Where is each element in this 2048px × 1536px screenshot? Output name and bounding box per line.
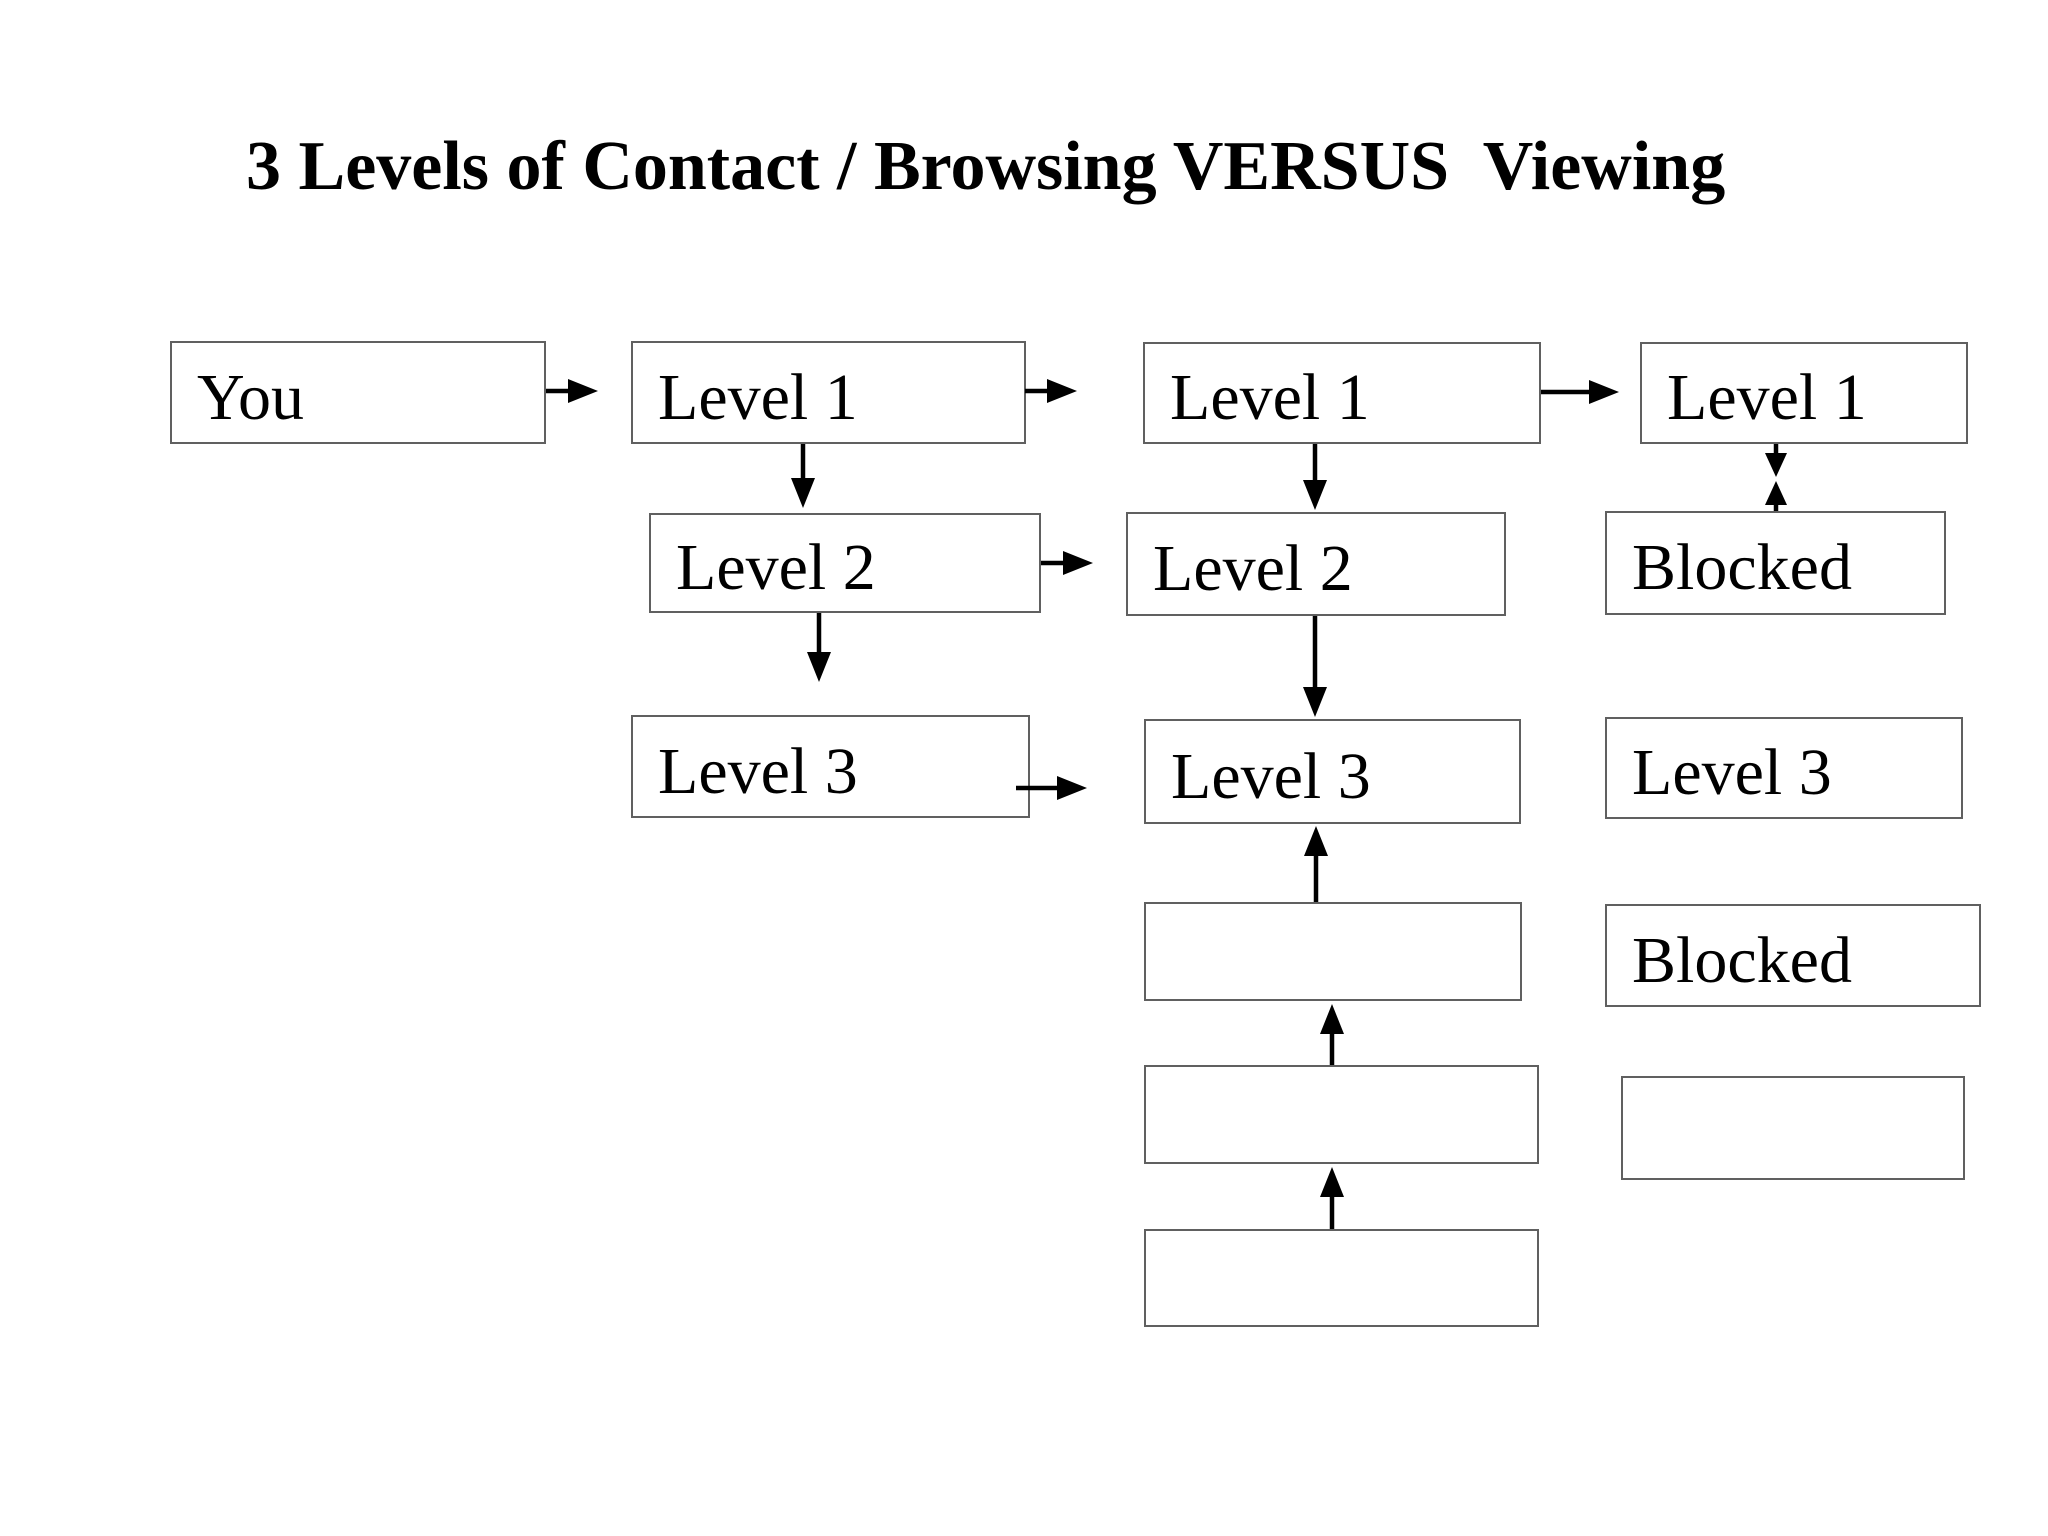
box-level3-col2-label: Level 3 <box>658 734 858 808</box>
arrow-up-stub-blocked-col4 <box>1765 481 1787 511</box>
box-blocked-lower-label: Blocked <box>1632 923 1852 997</box>
box-level1-col3: Level 1 <box>1143 342 1541 444</box>
box-empty-col3-b <box>1144 1065 1539 1164</box>
box-empty-col3-a-label <box>1146 947 1171 957</box>
box-level2-col2-label: Level 2 <box>676 531 876 604</box>
box-you: You <box>170 341 546 444</box>
box-level1-col2-label: Level 1 <box>658 360 858 434</box>
arrow-level1-col2-to-col3 <box>1025 379 1077 403</box>
arrow-you-to-level1 <box>546 379 598 403</box>
slide-title: 3 Levels of Contact / Browsing VERSUS Vi… <box>246 128 1726 205</box>
box-level3-col4: Level 3 <box>1605 717 1963 819</box>
box-level2-col3-label: Level 2 <box>1153 532 1353 605</box>
box-level1-col3-label: Level 1 <box>1170 361 1370 434</box>
box-level1-col4-label: Level 1 <box>1667 361 1867 434</box>
box-empty-col4-label <box>1623 1123 1648 1133</box>
box-empty-col3-b-label <box>1146 1110 1171 1120</box>
box-you-label: You <box>197 360 305 434</box>
box-level1-col2: Level 1 <box>631 341 1026 444</box>
box-empty-col3-c-label <box>1146 1273 1171 1283</box>
arrow-level1-to-level2-col3 <box>1303 444 1327 510</box>
arrow-up-col3-middle <box>1320 1004 1344 1065</box>
box-level2-col2: Level 2 <box>649 513 1041 613</box>
box-empty-col3-a <box>1144 902 1522 1001</box>
box-blocked-upper-label: Blocked <box>1632 531 1852 604</box>
box-level3-col2: Level 3 <box>631 715 1030 818</box>
arrow-up-col3-bottom <box>1320 1167 1344 1229</box>
arrow-up-to-level3-col3 <box>1304 826 1328 902</box>
box-blocked-lower: Blocked <box>1605 904 1981 1007</box>
box-level3-col4-label: Level 3 <box>1632 736 1832 809</box>
arrow-down-stub-level1-col4 <box>1765 444 1787 477</box>
arrow-level2-to-level3-col3 <box>1303 616 1327 717</box>
box-level1-col4: Level 1 <box>1640 342 1968 444</box>
box-blocked-upper: Blocked <box>1605 511 1946 615</box>
box-level3-col3-label: Level 3 <box>1171 739 1371 813</box>
arrow-level2-to-level3-col2 <box>807 613 831 682</box>
box-empty-col4 <box>1621 1076 1965 1180</box>
arrow-level2-col2-to-col3 <box>1041 551 1093 575</box>
box-level2-col3: Level 2 <box>1126 512 1506 616</box>
box-level3-col3: Level 3 <box>1144 719 1521 824</box>
arrow-level1-to-level2-col2 <box>791 444 815 508</box>
box-empty-col3-c <box>1144 1229 1539 1327</box>
arrow-level1-col3-to-col4 <box>1541 380 1619 404</box>
